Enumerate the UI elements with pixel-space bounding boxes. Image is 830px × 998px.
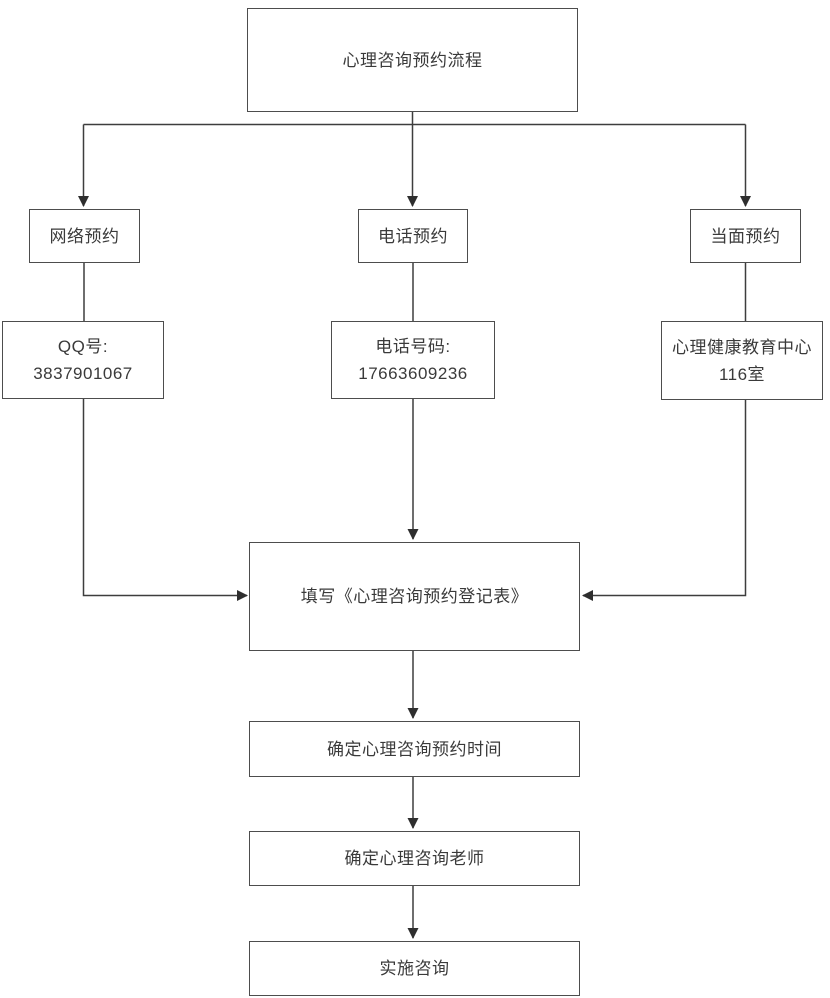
node-qq-number-value: 3837901067 <box>33 364 133 383</box>
node-conduct-counseling-label: 实施咨询 <box>379 959 450 978</box>
node-start-label: 心理咨询预约流程 <box>342 50 483 70</box>
node-health-center-label: 心理健康教育中心 <box>672 337 812 357</box>
node-qq-number: QQ号: 3837901067 <box>2 321 164 399</box>
node-inperson-booking-label: 当面预约 <box>710 226 781 246</box>
node-phone-booking: 电话预约 <box>358 209 468 263</box>
node-online-booking-label: 网络预约 <box>49 226 120 246</box>
node-qq-number-label: QQ号: <box>57 337 109 356</box>
node-phone-number-value: 17663609236 <box>358 364 468 383</box>
arrow-center-to-form <box>582 400 747 601</box>
node-phone-booking-label: 电话预约 <box>378 226 448 246</box>
node-inperson-booking: 当面预约 <box>690 209 801 263</box>
node-online-booking: 网络预约 <box>29 209 140 263</box>
arrow-qq-to-form <box>82 399 248 601</box>
node-confirm-time-label: 确定心理咨询预约时间 <box>327 739 502 759</box>
node-phone-number-label: 电话号码: <box>375 337 451 356</box>
node-confirm-time: 确定心理咨询预约时间 <box>249 721 580 777</box>
node-health-center-room: 116室 <box>718 364 766 384</box>
node-conduct-counseling: 实施咨询 <box>249 941 580 996</box>
node-confirm-teacher-label: 确定心理咨询老师 <box>344 849 485 868</box>
node-start: 心理咨询预约流程 <box>247 8 578 112</box>
node-fill-form-label: 填写《心理咨询预约登记表》 <box>300 587 529 606</box>
node-phone-number: 电话号码: 17663609236 <box>331 321 495 399</box>
node-health-center: 心理健康教育中心 116室 <box>661 321 823 400</box>
node-confirm-teacher: 确定心理咨询老师 <box>249 831 580 886</box>
node-fill-form: 填写《心理咨询预约登记表》 <box>249 542 580 651</box>
